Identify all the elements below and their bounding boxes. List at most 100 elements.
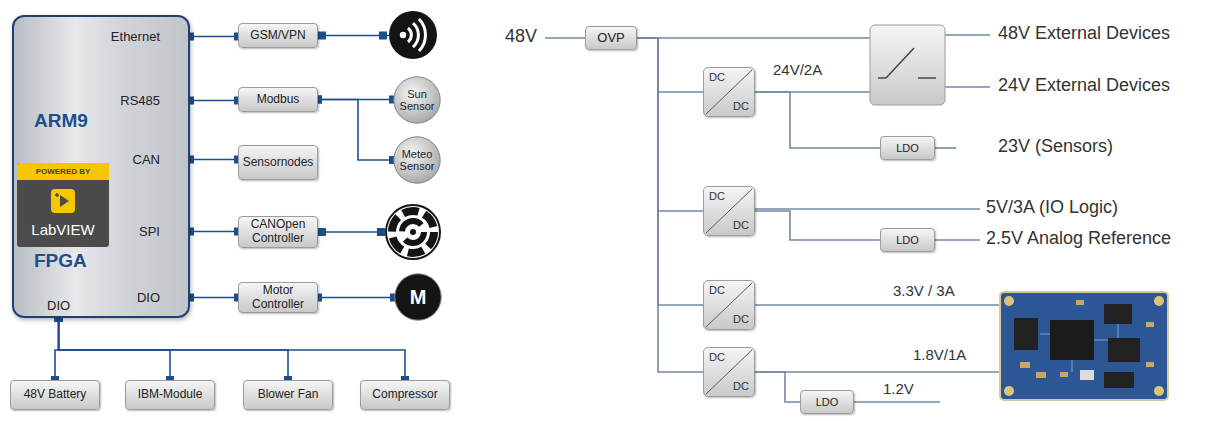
voltage-label: 24V/2A bbox=[773, 62, 822, 79]
node-text: Sensornodes bbox=[243, 156, 314, 170]
module-box: Motor Controller bbox=[238, 282, 318, 313]
connector bbox=[51, 314, 63, 384]
wireless-icon bbox=[389, 11, 437, 59]
dcdc-converter: DC DC bbox=[703, 186, 755, 236]
node-text: DC bbox=[709, 285, 725, 296]
node-text: LDO bbox=[816, 396, 839, 409]
node-text: Sun Sensor bbox=[398, 88, 436, 112]
module-box: CANOpen Controller bbox=[238, 216, 318, 248]
dcdc-converter: DC DC bbox=[703, 280, 755, 330]
processor-label: ARM9 bbox=[34, 110, 88, 132]
voltage-label: 5V/3A (IO Logic) bbox=[986, 198, 1118, 218]
connector-line bbox=[190, 159, 238, 161]
node-text: DC bbox=[709, 352, 725, 363]
connector bbox=[186, 156, 242, 164]
signal-wire bbox=[318, 36, 389, 233]
connector-line bbox=[318, 100, 393, 161]
module-box: GSM/VPN bbox=[238, 23, 318, 48]
connector bbox=[186, 228, 242, 236]
voltage-label: 48V bbox=[505, 27, 537, 47]
pcb-module bbox=[1000, 292, 1168, 400]
voltage-label: 23V (Sensors) bbox=[998, 137, 1113, 157]
connector-line bbox=[318, 297, 394, 299]
voltage-label: 3.3V / 3A bbox=[893, 283, 955, 300]
ldo-regulator: LDO bbox=[880, 136, 935, 160]
node-text: Compressor bbox=[372, 388, 437, 402]
node-text: CANOpen Controller bbox=[243, 218, 313, 246]
device-box: IBM-Module bbox=[125, 380, 215, 410]
processor-label: FPGA bbox=[34, 250, 87, 272]
node-text: Blower Fan bbox=[258, 388, 319, 402]
voltage-label: 2.5V Analog Reference bbox=[986, 229, 1171, 249]
connector-line bbox=[637, 38, 703, 372]
port-label: Ethernet bbox=[111, 29, 160, 44]
connector-line bbox=[637, 38, 703, 92]
connector bbox=[186, 33, 242, 41]
controller-panel: EthernetRS485ARM9CANSPIFPGADIODIOPOWERED… bbox=[12, 15, 190, 318]
voltage-label: 24V External Devices bbox=[998, 76, 1170, 96]
connector-line bbox=[190, 297, 238, 299]
port-label: DIO bbox=[137, 290, 160, 305]
port-label: SPI bbox=[139, 224, 160, 239]
labview-badge: POWERED BY LabVIEW bbox=[17, 163, 109, 247]
connector-line bbox=[755, 372, 800, 402]
node-text: 48V Battery bbox=[24, 388, 87, 402]
node-text: M bbox=[410, 286, 427, 308]
connector-line bbox=[755, 92, 880, 148]
node-text: OVP bbox=[597, 31, 624, 46]
connector bbox=[314, 96, 397, 165]
dcdc-converter: DC DC bbox=[703, 67, 755, 117]
connector bbox=[186, 97, 242, 105]
node-text: DC bbox=[733, 101, 749, 112]
port-label: RS485 bbox=[120, 93, 160, 108]
port-label: CAN bbox=[133, 152, 160, 167]
connector bbox=[637, 38, 703, 211]
ldo-regulator: LDO bbox=[800, 390, 854, 414]
device-box: Compressor bbox=[360, 380, 450, 410]
connector bbox=[55, 314, 409, 384]
sensor-circle: Meteo Sensor bbox=[393, 136, 441, 184]
connector bbox=[755, 92, 880, 148]
voltage-label: 1.2V bbox=[883, 381, 914, 398]
connector bbox=[755, 211, 880, 240]
voltage-label: 48V External Devices bbox=[998, 24, 1170, 44]
node-text: IBM-Module bbox=[138, 388, 203, 402]
connector bbox=[186, 294, 242, 302]
connector-line bbox=[190, 231, 238, 233]
node-text: DC bbox=[733, 381, 749, 392]
device-box: 48V Battery bbox=[10, 380, 100, 410]
connector-line bbox=[755, 211, 880, 240]
motor-circle: M bbox=[394, 273, 442, 321]
node-text: Meteo Sensor bbox=[398, 148, 436, 172]
connector-line bbox=[637, 38, 703, 305]
node-text: LDO bbox=[896, 142, 919, 155]
connector bbox=[314, 294, 398, 302]
device-box: Blower Fan bbox=[243, 380, 333, 410]
connector bbox=[55, 314, 174, 384]
node-text: DC bbox=[709, 191, 725, 202]
connector-line bbox=[190, 36, 238, 38]
switch-box bbox=[870, 25, 945, 105]
voltage-label: 1.8V/1A bbox=[913, 347, 966, 364]
module-box: Sensornodes bbox=[238, 145, 318, 180]
labview-logo bbox=[50, 188, 76, 214]
node-text: GSM/VPN bbox=[250, 29, 305, 43]
connector-line bbox=[59, 318, 288, 380]
brand-name: LabVIEW bbox=[17, 221, 109, 238]
node-text: DC bbox=[709, 72, 725, 83]
node-text: DC bbox=[733, 314, 749, 325]
encoder-icon bbox=[386, 205, 440, 259]
connector bbox=[55, 314, 292, 384]
node-text: Motor Controller bbox=[243, 284, 313, 312]
badge-caption: POWERED BY bbox=[17, 163, 109, 180]
connector bbox=[755, 372, 800, 402]
connector-line bbox=[190, 100, 238, 102]
node-text: DC bbox=[733, 220, 749, 231]
ldo-regulator: LDO bbox=[880, 228, 935, 252]
connector bbox=[637, 38, 703, 305]
module-box: Modbus bbox=[238, 87, 318, 112]
node-text: Modbus bbox=[257, 93, 300, 107]
node-text: LDO bbox=[896, 234, 919, 247]
connector-line bbox=[59, 318, 170, 380]
